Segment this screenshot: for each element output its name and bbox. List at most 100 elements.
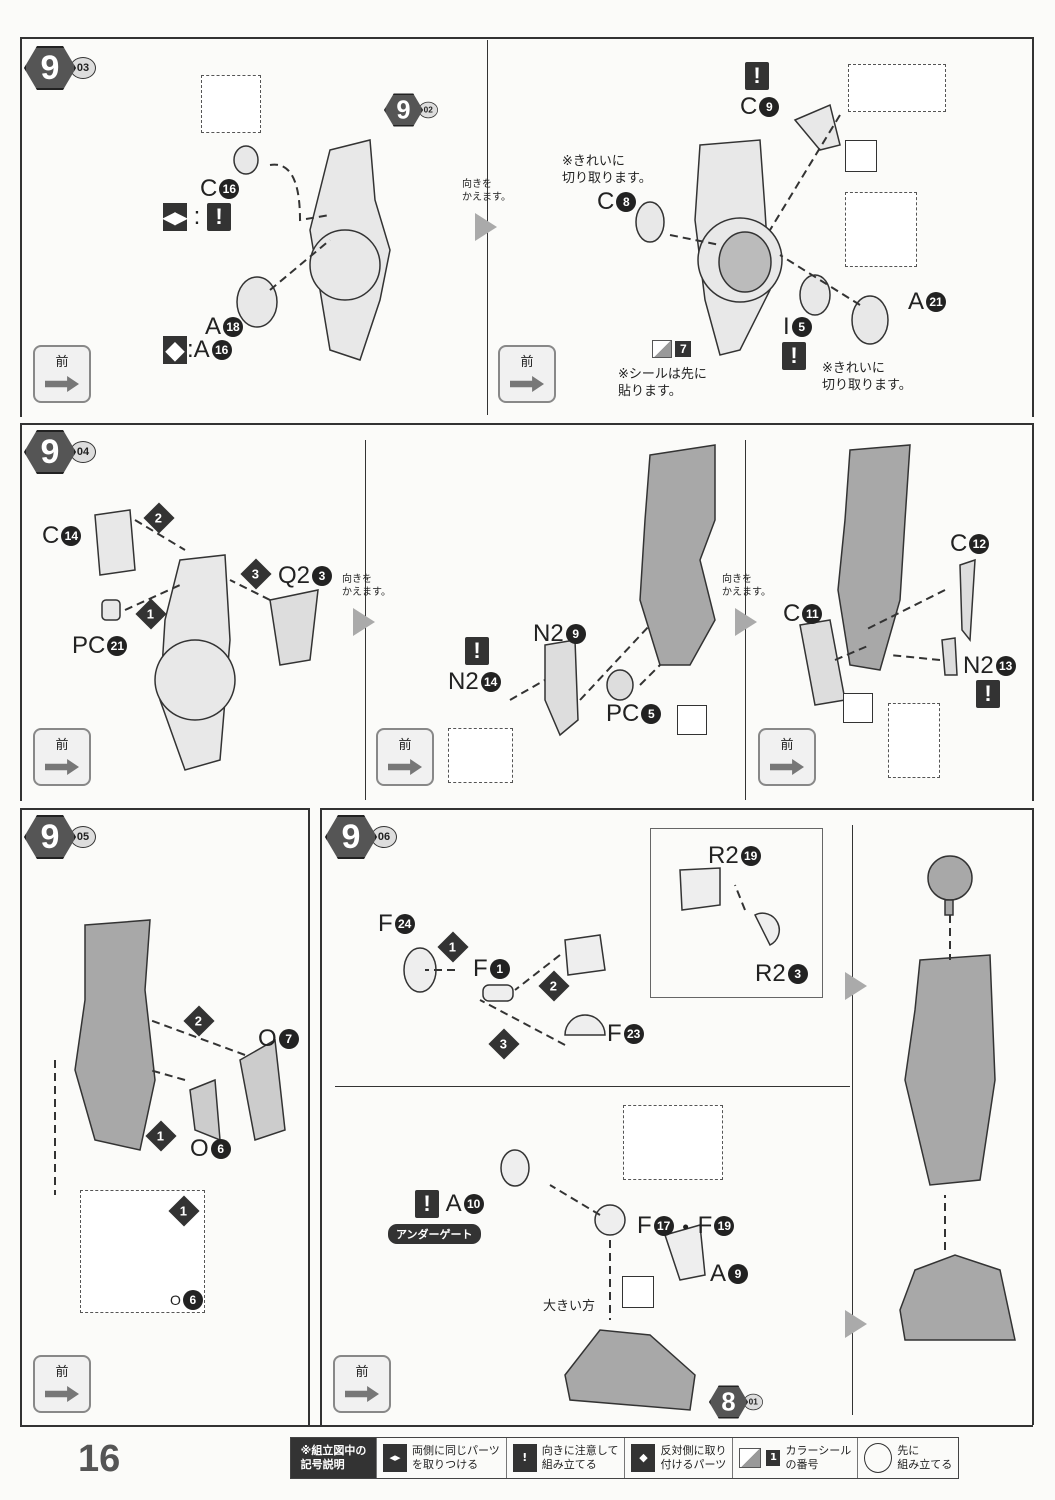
divider [320, 808, 1033, 810]
part-text: 5 [641, 704, 662, 724]
front-label: 前 [398, 738, 412, 753]
bottom-rule [20, 1425, 1033, 1427]
color-seal-label: 7 [652, 340, 692, 358]
part-text: ! [782, 342, 806, 370]
color-seal-icon [739, 1448, 762, 1468]
step-sub: 02 [418, 101, 438, 119]
legend-item: 先に 組み立てる [858, 1438, 958, 1478]
part-text: I [783, 313, 790, 340]
front-view-icon: 前 [33, 345, 91, 403]
opposite-side-icon: ◆ [631, 1444, 656, 1472]
part-text: 6 [210, 1139, 231, 1159]
part-text: F [473, 955, 488, 982]
part-text: 7 [675, 341, 692, 357]
part-text: C [200, 175, 218, 202]
front-view-icon: 前 [333, 1355, 391, 1413]
divider [20, 423, 22, 801]
assemble-first-icon [622, 1276, 654, 1308]
part-text: 5 [791, 317, 812, 337]
assemble-first-icon [677, 705, 707, 735]
caution-icon: ! [207, 203, 232, 231]
both-sides-caution-label: ◂▸ : ! [162, 203, 232, 231]
part-text: R2 [755, 960, 786, 987]
part-text: F [378, 910, 393, 937]
front-label: 前 [55, 1365, 69, 1380]
part-text: 18 [223, 317, 244, 337]
part-text: ! [976, 680, 1000, 708]
front-label: 前 [520, 355, 534, 370]
next-arrow [845, 972, 867, 1000]
part-text: 16 [211, 340, 232, 360]
inset-callout [848, 64, 946, 112]
front-view-icon: 前 [33, 728, 91, 786]
part-text: 9 [565, 624, 586, 644]
part-text: C [950, 530, 968, 557]
bigger-side-note: 大きい方 [543, 1299, 596, 1314]
inset-callout [201, 75, 261, 133]
divider [20, 808, 22, 1425]
part-text: O [190, 1135, 209, 1162]
part-text: 7 [278, 1029, 299, 1049]
part-text: カラーシール の番号 [785, 1444, 852, 1471]
front-label: 前 [780, 738, 794, 753]
part-text: 9 [759, 97, 780, 117]
caution-icon: ! [415, 1190, 439, 1218]
seal-first-note: ※シールは先に 貼ります。 [618, 367, 707, 399]
inset-callout [650, 828, 823, 998]
part-text: 3 [312, 566, 333, 586]
legend-title: ※組立図中の 記号説明 [291, 1438, 377, 1478]
caution-icon: ! [976, 680, 1000, 708]
part-text: R2 [708, 842, 739, 869]
turn-around-note: 向きを かえます。 [722, 574, 771, 598]
part-text: 向きに注意して 組み立てる [541, 1444, 619, 1471]
color-seal-icon [652, 340, 672, 358]
cut-clean-note: ※きれいに 切り取ります。 [822, 361, 912, 393]
part-text: 1 [147, 606, 155, 622]
caution-icon: ! [745, 62, 769, 90]
step-sub: 05 [70, 826, 96, 848]
both-sides-icon: ◂▸ [383, 1444, 407, 1472]
part-text: 23 [623, 1024, 644, 1044]
caution-icon: ! [512, 1444, 537, 1472]
divider [20, 808, 310, 810]
front-label: 前 [55, 355, 69, 370]
divider [1032, 808, 1034, 1425]
assemble-first-icon [843, 693, 873, 723]
part-text: N2 [963, 652, 994, 679]
part-text: ・ [673, 1215, 698, 1242]
divider [308, 808, 310, 1425]
part-text: 2 [155, 510, 163, 526]
part-text: A [205, 313, 222, 340]
front-view-icon: 前 [33, 1355, 91, 1413]
caution-icon: ! [465, 637, 489, 665]
part-text: A [908, 288, 925, 315]
assemble-first-icon [845, 140, 877, 172]
part-text: 両側に同じパーツ を取りつける [412, 1444, 500, 1471]
inset-callout [888, 703, 940, 778]
divider [320, 808, 322, 1425]
part-text: O [170, 1292, 181, 1308]
part-text: 1 [449, 939, 457, 955]
part-text: 3 [787, 964, 808, 984]
turn-around-note: 向きを かえます。 [462, 179, 511, 203]
next-arrow [735, 608, 757, 636]
divider [852, 825, 853, 1415]
part-text: 6 [182, 1290, 203, 1310]
both-sides-icon: ◂▸ [162, 203, 188, 231]
top-rule [20, 37, 1033, 39]
part-text: ! [745, 62, 769, 90]
